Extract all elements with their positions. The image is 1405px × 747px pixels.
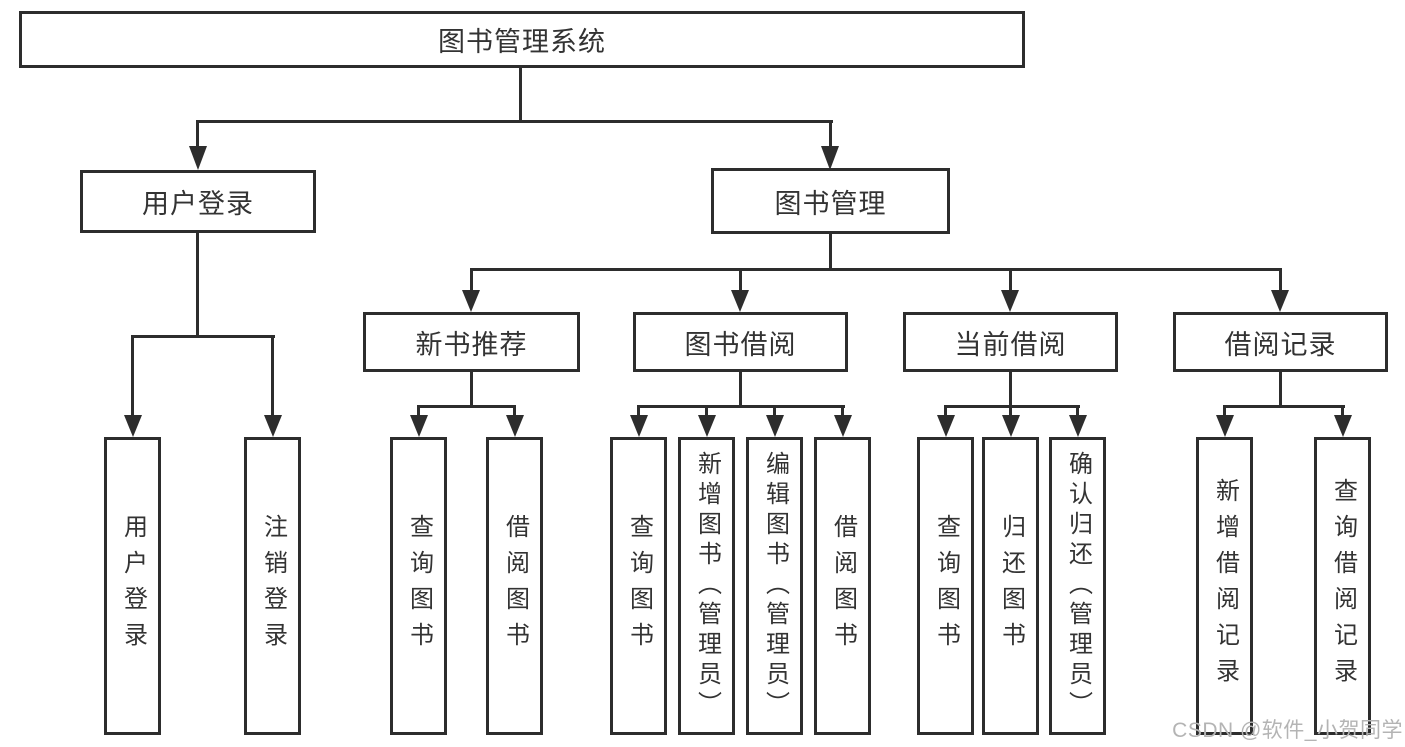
connector-line [519, 68, 522, 120]
node-current-borrow: 当前借阅 [903, 312, 1118, 372]
node-new-book-recommend: 新书推荐 [363, 312, 580, 372]
connector-line [829, 234, 832, 268]
leaf-borrow-books-recommend: 借阅图书 [486, 437, 543, 735]
node-borrow-records: 借阅记录 [1173, 312, 1388, 372]
arrow-down-icon [1001, 290, 1019, 312]
connector-line [196, 120, 199, 146]
arrow-down-icon [462, 290, 480, 312]
leaf-label: 新增图书（管理员） [693, 451, 721, 721]
arrow-down-icon [630, 415, 648, 437]
connector-line [197, 120, 833, 123]
connector-line [1076, 405, 1079, 417]
leaf-label: 归还图书 [997, 514, 1025, 658]
csdn-watermark: CSDN @软件_小贺同学 [1172, 719, 1403, 742]
node-root: 图书管理系统 [19, 11, 1025, 68]
connector-line [829, 120, 832, 146]
connector-line [131, 335, 275, 338]
arrow-down-icon [264, 415, 282, 437]
connector-line [131, 335, 134, 415]
connector-line [271, 335, 274, 415]
connector-line [1009, 268, 1012, 290]
leaf-query-books-borrow: 查询图书 [610, 437, 667, 735]
leaf-label: 编辑图书（管理员） [761, 451, 789, 721]
node-book-management: 图书管理 [711, 168, 950, 234]
arrow-down-icon [410, 415, 428, 437]
connector-line [739, 268, 742, 290]
connector-line [196, 233, 199, 335]
arrow-down-icon [189, 146, 207, 170]
connector-line [1279, 372, 1282, 405]
leaf-confirm-return-admin: 确认归还（管理员） [1049, 437, 1106, 735]
leaf-label: 新增借阅记录 [1211, 478, 1239, 694]
connector-line [1009, 372, 1012, 405]
arrow-down-icon [1069, 415, 1087, 437]
arrow-down-icon [698, 415, 716, 437]
leaf-label: 查询图书 [405, 514, 433, 658]
connector-line [417, 405, 516, 408]
arrow-down-icon [821, 146, 839, 170]
leaf-add-borrow-record: 新增借阅记录 [1196, 437, 1253, 735]
leaf-query-books-current: 查询图书 [917, 437, 974, 735]
arrow-down-icon [766, 415, 784, 437]
connector-line [944, 405, 947, 417]
arrow-down-icon [124, 415, 142, 437]
connector-line [417, 405, 420, 417]
leaf-label: 查询图书 [625, 514, 653, 658]
connector-line [944, 405, 1080, 408]
connector-line [705, 405, 708, 417]
leaf-borrow-books: 借阅图书 [814, 437, 871, 735]
connector-line [513, 405, 516, 417]
arrow-down-icon [1002, 415, 1020, 437]
node-book-borrow: 图书借阅 [633, 312, 848, 372]
leaf-user-login: 用户登录 [104, 437, 161, 735]
arrow-down-icon [1271, 290, 1289, 312]
connector-line [1009, 405, 1012, 417]
connector-line [470, 268, 1282, 271]
leaf-label: 确认归还（管理员） [1064, 451, 1092, 721]
node-user-login: 用户登录 [80, 170, 316, 233]
leaf-label: 注销登录 [259, 514, 287, 658]
leaf-label: 借阅图书 [501, 514, 529, 658]
connector-line [470, 268, 473, 290]
arrow-down-icon [937, 415, 955, 437]
leaf-query-borrow-record: 查询借阅记录 [1314, 437, 1371, 735]
connector-line [1279, 268, 1282, 290]
connector-line [773, 405, 776, 417]
arrow-down-icon [1334, 415, 1352, 437]
arrow-down-icon [506, 415, 524, 437]
leaf-edit-book-admin: 编辑图书（管理员） [746, 437, 803, 735]
leaf-label: 用户登录 [119, 514, 147, 658]
connector-line [470, 372, 473, 405]
arrow-down-icon [1216, 415, 1234, 437]
connector-line [637, 405, 640, 417]
leaf-add-book-admin: 新增图书（管理员） [678, 437, 735, 735]
connector-line [637, 405, 845, 408]
leaf-query-books-recommend: 查询图书 [390, 437, 447, 735]
connector-line [739, 372, 742, 405]
connector-line [1341, 405, 1344, 417]
connector-line [841, 405, 844, 417]
leaf-label: 借阅图书 [829, 514, 857, 658]
arrow-down-icon [834, 415, 852, 437]
arrow-down-icon [731, 290, 749, 312]
leaf-return-books: 归还图书 [982, 437, 1039, 735]
leaf-label: 查询图书 [932, 514, 960, 658]
leaf-label: 查询借阅记录 [1329, 478, 1357, 694]
leaf-logout: 注销登录 [244, 437, 301, 735]
connector-line [1223, 405, 1345, 408]
connector-line [1223, 405, 1226, 417]
